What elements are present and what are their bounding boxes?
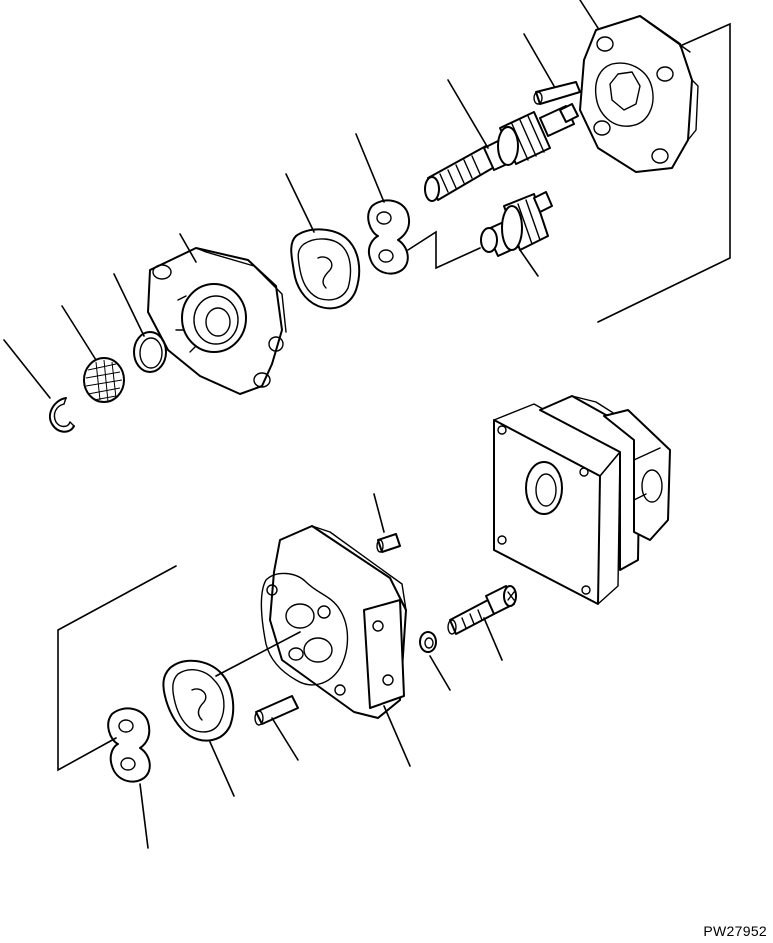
dowel-pin-lower-bottom: [254, 695, 299, 726]
bolt: [447, 585, 517, 635]
dowel-pin-upper: [533, 81, 581, 105]
gasket-lower: [162, 659, 235, 742]
gear-body-housing: [260, 525, 407, 719]
front-cover-plate: [579, 15, 699, 173]
seal-plate-lower: [107, 707, 151, 783]
o-ring-upper: [133, 331, 167, 373]
dowel-pin-lower-top: [376, 533, 401, 553]
washer-lower: [419, 631, 437, 653]
seal-plate-upper: [367, 199, 410, 275]
leader-lines-upper: [3, 0, 731, 399]
bracket-housing-upper: [147, 247, 287, 395]
driven-gear: [480, 191, 553, 257]
oil-seal: [83, 357, 125, 403]
drive-shaft-gear: [424, 103, 579, 202]
snap-ring: [48, 397, 75, 433]
assembled-pump: [493, 395, 671, 605]
leader-lines-lower: [57, 493, 503, 849]
gasket-upper: [290, 228, 361, 310]
figure-id-label: PW27952: [703, 923, 767, 939]
